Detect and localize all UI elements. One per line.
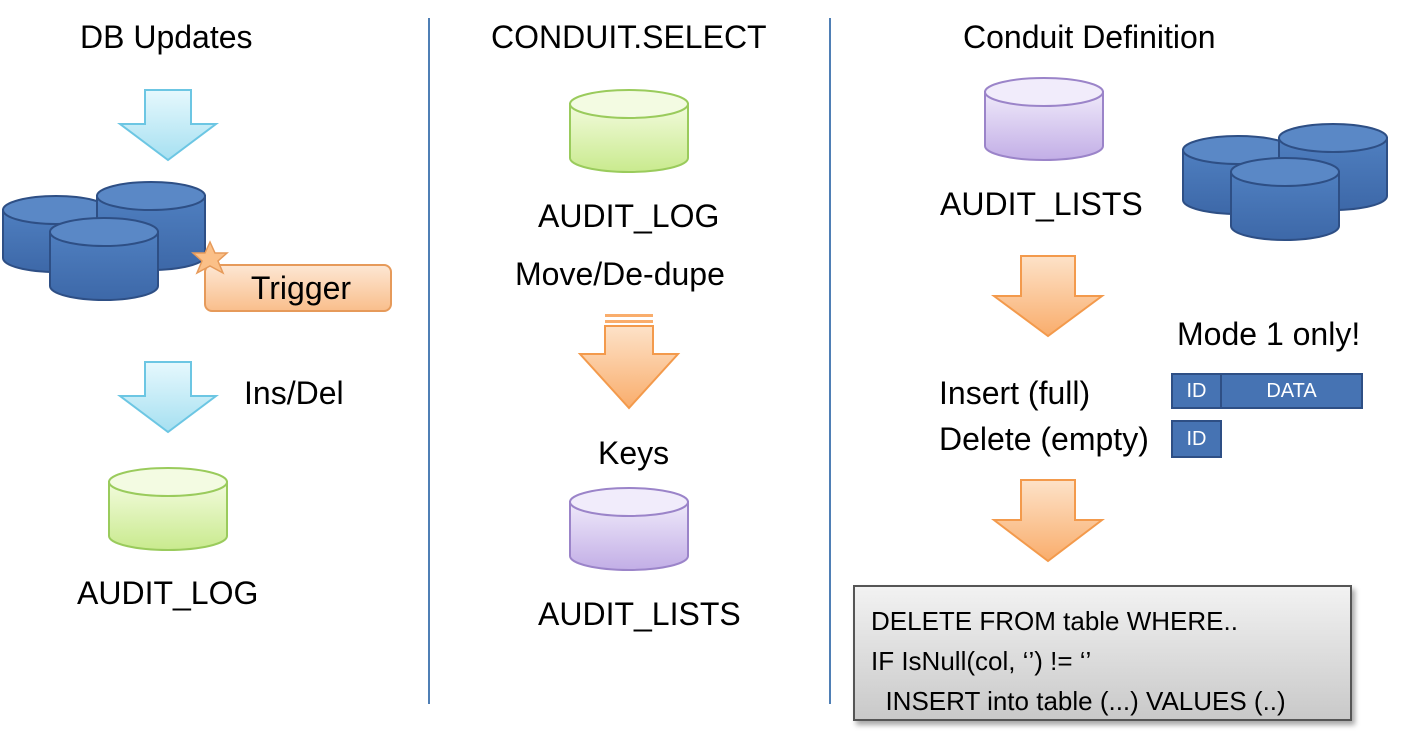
down-arrow-icon	[117, 89, 219, 162]
down-arrow-icon	[991, 479, 1105, 563]
star-icon	[191, 240, 229, 275]
conduit-definition-title: Conduit Definition	[963, 19, 1216, 55]
database-cluster-icon	[1182, 123, 1388, 241]
trigger-label: Trigger	[250, 269, 352, 306]
delete-label: Delete (empty)	[939, 421, 1149, 457]
audit-lists-database-icon	[569, 487, 689, 571]
db-updates-title: DB Updates	[80, 19, 253, 55]
id-field-label: ID	[1186, 379, 1207, 402]
striped-down-arrow-icon	[577, 314, 681, 410]
mode-note: Mode 1 only!	[1177, 316, 1361, 352]
sql-line: INSERT into table (...) VALUES (..)	[871, 686, 1286, 716]
data-field-box: DATA	[1220, 373, 1363, 409]
sql-line: DELETE FROM table WHERE..	[871, 606, 1238, 636]
insert-label: Insert (full)	[939, 375, 1091, 411]
move-dedupe-label: Move/De-dupe	[515, 256, 725, 292]
audit-log-database-icon	[108, 467, 228, 551]
id-field-box: ID	[1171, 420, 1222, 458]
id-field-label: ID	[1186, 427, 1207, 450]
audit-lists-label: AUDIT_LISTS	[940, 186, 1143, 222]
keys-label: Keys	[598, 435, 670, 471]
trigger-callout: Trigger	[204, 264, 392, 312]
ins-del-label: Ins/Del	[244, 375, 344, 411]
audit-lists-database-icon	[984, 77, 1104, 161]
sql-line: IF IsNull(col, ‘’) != ‘’	[871, 646, 1092, 676]
audit-log-database-icon	[569, 89, 689, 173]
audit-lists-label: AUDIT_LISTS	[538, 596, 741, 632]
sql-code-box: DELETE FROM table WHERE.. IF IsNull(col,…	[853, 585, 1352, 721]
database-cluster-icon	[1, 181, 206, 301]
id-field-box: ID	[1171, 373, 1222, 409]
conduit-select-title: CONDUIT.SELECT	[491, 19, 767, 55]
audit-log-label: AUDIT_LOG	[77, 575, 259, 611]
down-arrow-icon	[117, 361, 219, 434]
down-arrow-icon	[990, 255, 1106, 338]
data-field-label: DATA	[1266, 379, 1317, 402]
audit-log-label: AUDIT_LOG	[538, 198, 720, 234]
